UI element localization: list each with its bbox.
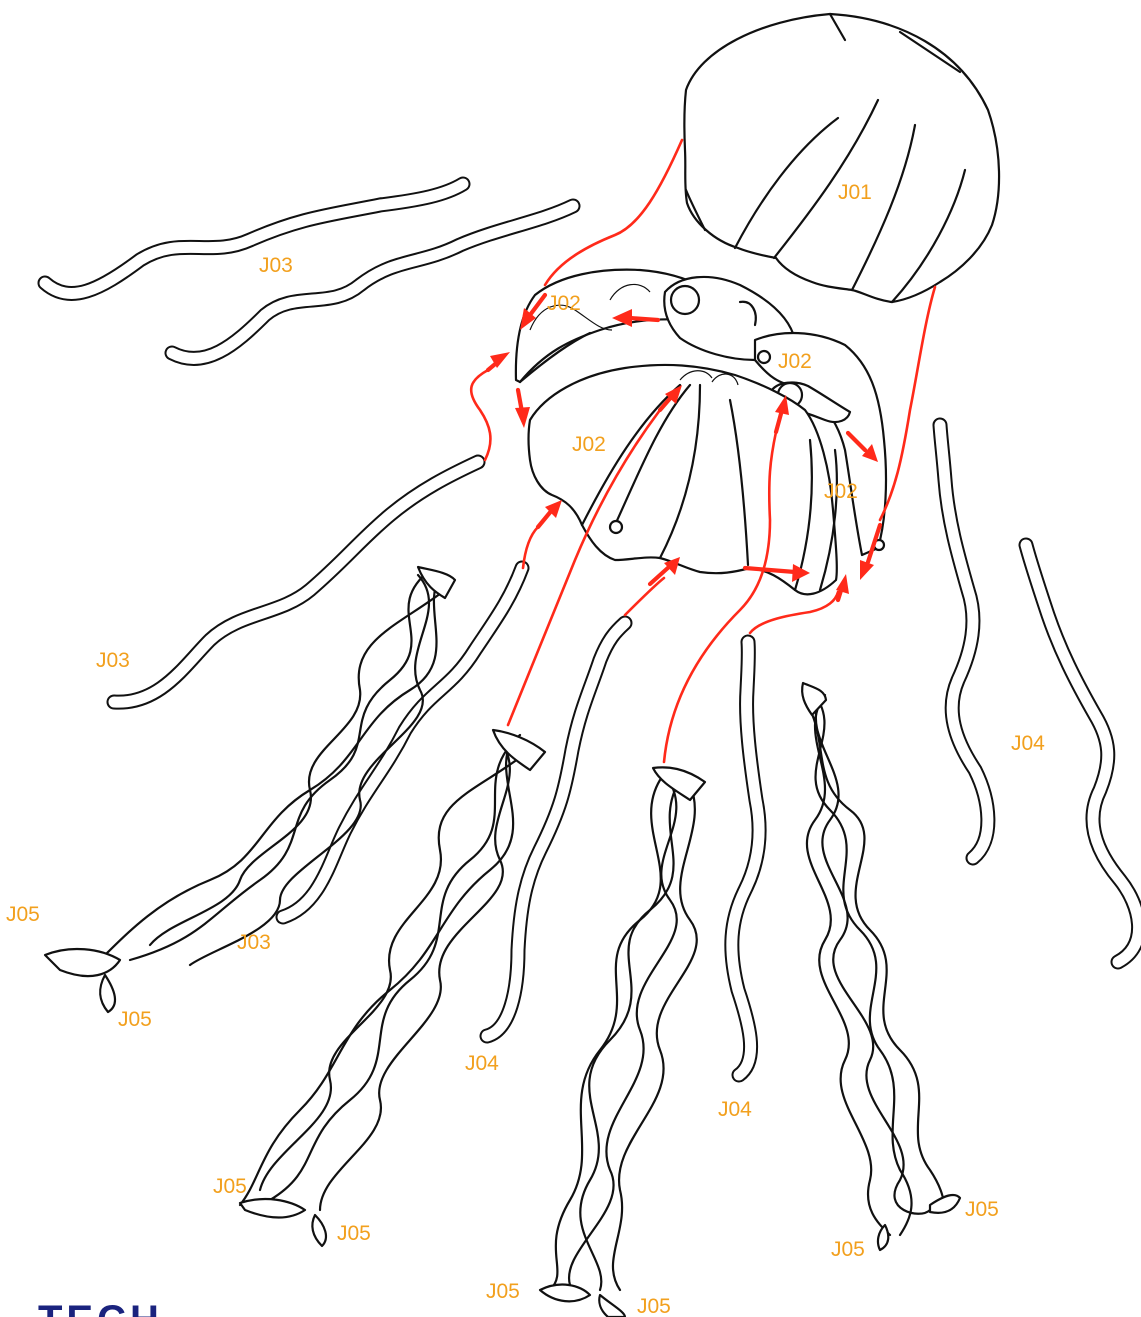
label-j04-center: J04: [718, 1098, 752, 1121]
bell-parts-j02: [516, 270, 886, 595]
label-j01: J01: [838, 181, 872, 204]
connector-line-j03-lower: [471, 370, 490, 460]
label-j02-ring: J02: [824, 480, 858, 503]
label-j03-top: J03: [259, 254, 293, 277]
arrowhead-rim-down: [515, 407, 530, 428]
label-j02-bell: J02: [572, 433, 606, 456]
arrowhead-j01-right: [860, 560, 874, 580]
connector-line-j04-center: [625, 578, 664, 615]
label-j03-left: J03: [96, 649, 130, 672]
arrow-j04-left: [538, 510, 552, 527]
label-j05-2a: J05: [213, 1175, 247, 1198]
label-j05-4b: J05: [831, 1238, 865, 1261]
label-j05-1b: J05: [118, 1008, 152, 1031]
brand-logo-text: TECH: [38, 1296, 208, 1317]
label-j05-3b: J05: [637, 1295, 671, 1317]
label-j05-3a: J05: [486, 1280, 520, 1303]
label-j04-left: J04: [465, 1052, 499, 1075]
brand-logo-partial: TECH: [38, 1296, 208, 1317]
label-j05-1a: J05: [6, 903, 40, 926]
label-j04-right: J04: [1011, 732, 1045, 755]
label-j05-4a: J05: [965, 1198, 999, 1221]
label-j02-rim: J02: [547, 292, 581, 315]
label-j03-bottom: J03: [237, 931, 271, 954]
arrow-j02-rim-to-cap: [630, 318, 658, 320]
label-j05-2b: J05: [337, 1222, 371, 1245]
label-j02-cap: J02: [778, 350, 812, 373]
dome-part-j01: [684, 14, 999, 302]
connector-line-j01-right: [880, 287, 935, 520]
connector-line-j04-right: [750, 592, 838, 633]
